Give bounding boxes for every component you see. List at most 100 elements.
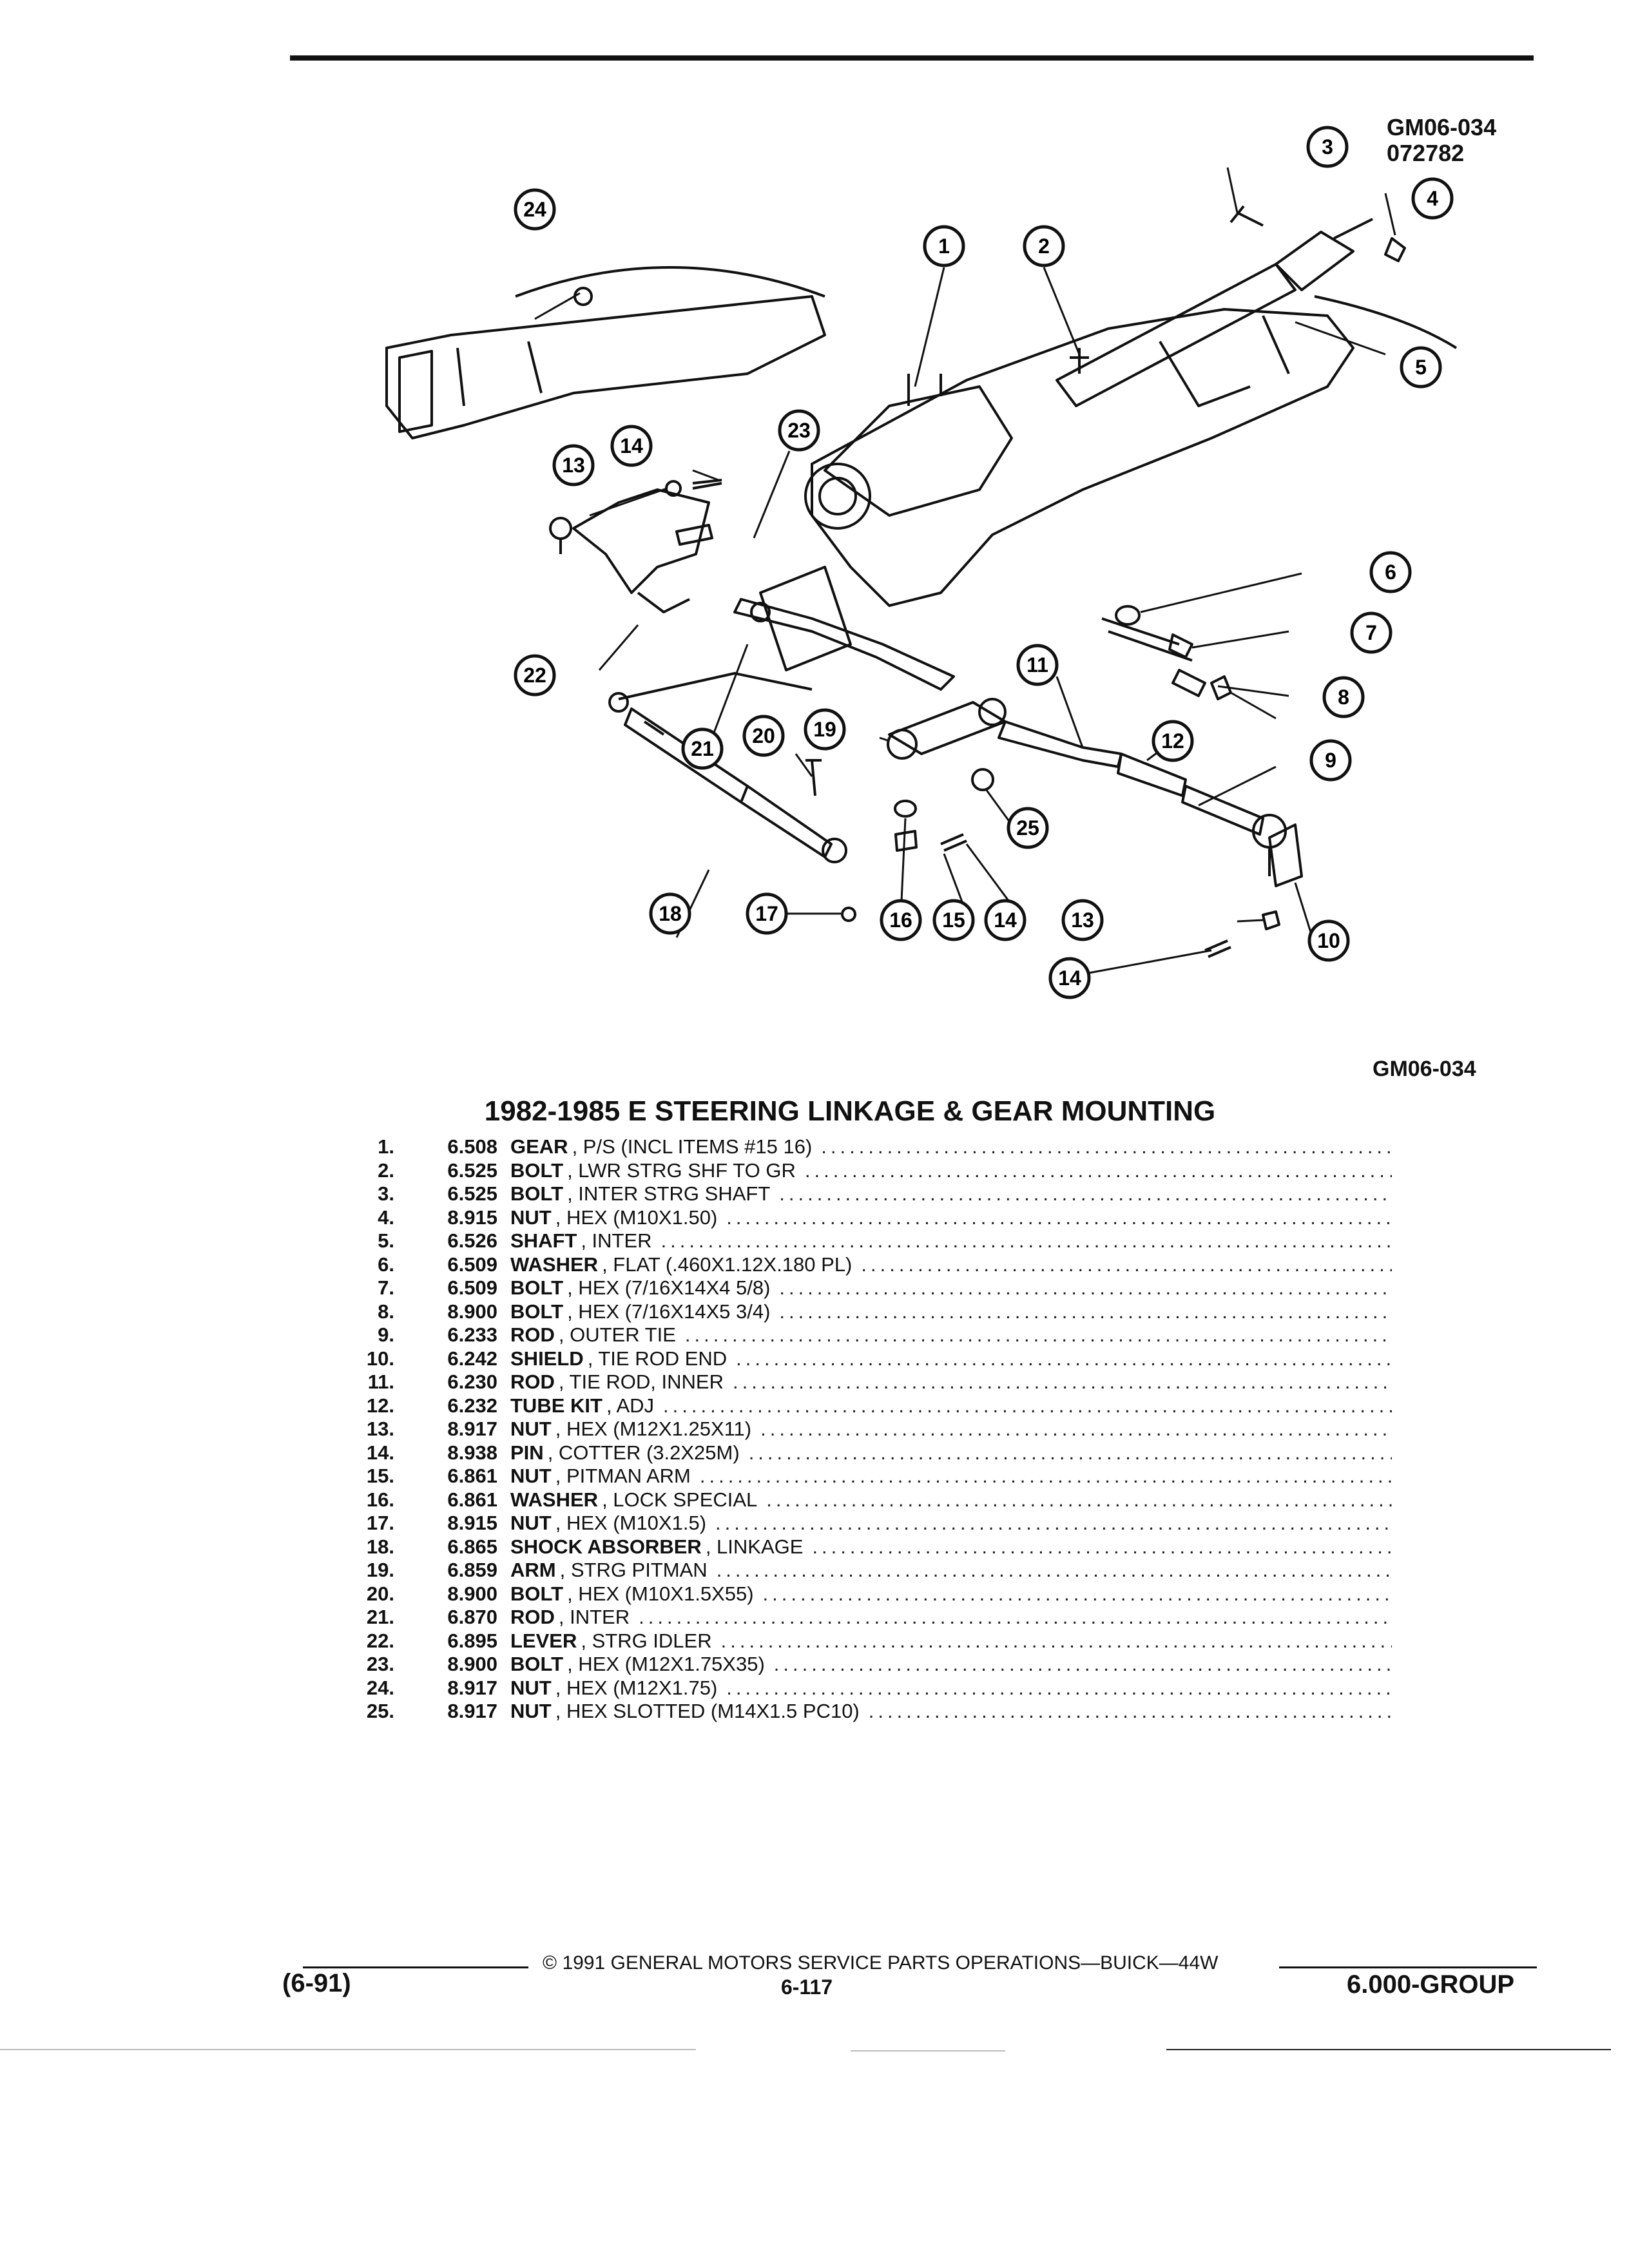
part-number: 20. (366, 1582, 394, 1605)
svg-text:16: 16 (889, 908, 912, 932)
part-number: 23. (366, 1653, 394, 1675)
callout-1: 1 (923, 225, 965, 267)
part-code: 8.915 (447, 1512, 497, 1534)
dot-leader (812, 1535, 1392, 1559)
part-description: , HEX (7/16X14X5 3/4) (567, 1300, 771, 1323)
part-code: 6.232 (447, 1394, 497, 1417)
dot-leader (779, 1276, 1392, 1300)
copyright-text: © 1991 GENERAL MOTORS SERVICE PARTS OPER… (543, 1952, 1219, 1974)
leader-lines (534, 167, 1396, 974)
part-number: 12. (366, 1394, 394, 1417)
parts-row: 20. 8.900 BOLT, HEX (M10X1.5X55) (348, 1582, 1392, 1606)
svg-text:3: 3 (1322, 135, 1333, 159)
callout-17: 17 (746, 892, 788, 935)
svg-text:17: 17 (755, 902, 778, 925)
exploded-diagram: 1 2 3 4 5 6 7 8 9 10 11 12 13 14 15 14 1… (385, 126, 1458, 999)
callout-13-lower: 13 (1061, 899, 1104, 941)
part-name: ROD (510, 1606, 555, 1628)
callout-24: 24 (514, 188, 556, 231)
part-description: , HEX SLOTTED (M14X1.5 PC10) (555, 1700, 860, 1722)
callout-23: 23 (778, 409, 820, 452)
part-description: , HEX (M10X1.5) (555, 1512, 707, 1534)
part-name: LEVER (510, 1629, 577, 1652)
part-name: NUT (510, 1206, 552, 1229)
dot-leader (763, 1582, 1392, 1606)
part-name: BOLT (510, 1582, 564, 1605)
svg-text:13: 13 (562, 454, 585, 477)
part-code: 6.242 (447, 1347, 497, 1370)
svg-text:4: 4 (1427, 187, 1438, 210)
part-name: BOLT (510, 1158, 564, 1182)
part-name: NUT (510, 1418, 552, 1440)
dot-leader (717, 1559, 1392, 1582)
dot-leader (779, 1182, 1392, 1206)
part-description: , HEX (M12X1.25X11) (555, 1418, 752, 1440)
part-number: 3. (378, 1182, 394, 1205)
part-number: 21. (366, 1606, 394, 1628)
part-code: 6.895 (447, 1629, 497, 1652)
part-name: BOLT (510, 1653, 564, 1675)
figure-id: GM06-034 072782 (1387, 115, 1496, 166)
part-description: , P/S (INCL ITEMS #15 16) (572, 1135, 813, 1158)
dot-leader (726, 1677, 1392, 1700)
part-code: 8.915 (447, 1206, 497, 1229)
part-description: , TIE ROD END (587, 1347, 728, 1370)
dot-leader (821, 1135, 1392, 1159)
part-name: NUT (510, 1465, 552, 1487)
part-number: 10. (366, 1347, 394, 1370)
part-number: 2. (378, 1158, 394, 1182)
part-number: 18. (366, 1535, 394, 1558)
svg-text:13: 13 (1071, 908, 1094, 932)
part-description: , LWR STRG SHF TO GR (567, 1158, 796, 1182)
dot-leader (779, 1300, 1392, 1324)
part-code: 8.900 (447, 1582, 497, 1605)
part-description: , COTTER (3.2X25M) (547, 1441, 740, 1464)
part-description: , TIE ROD, INNER (558, 1370, 724, 1393)
part-name: SHOCK ABSORBER (510, 1535, 702, 1558)
callout-10: 10 (1307, 919, 1350, 962)
part-code: 6.859 (447, 1559, 497, 1581)
part-code: 6.525 (447, 1158, 497, 1182)
part-number: 6. (378, 1253, 394, 1276)
part-number: 4. (378, 1206, 394, 1229)
part-number: 5. (378, 1229, 394, 1252)
dot-leader (774, 1653, 1392, 1677)
part-code: 6.509 (447, 1253, 497, 1276)
part-number: 16. (366, 1488, 394, 1511)
part-name: NUT (510, 1676, 552, 1699)
dot-leader (733, 1370, 1392, 1394)
part-description: , STRG IDLER (581, 1629, 712, 1652)
part-code: 6.861 (447, 1488, 497, 1511)
callout-15: 15 (932, 899, 975, 941)
part-description: , HEX (M10X1.5X55) (567, 1582, 754, 1605)
callout-5: 5 (1400, 346, 1442, 389)
part-code: 6.509 (447, 1276, 497, 1299)
part-name: SHIELD (510, 1347, 584, 1370)
part-code: 8.938 (447, 1441, 497, 1464)
part-description: , OUTER TIE (558, 1323, 676, 1346)
svg-text:8: 8 (1338, 686, 1349, 709)
dot-leader (639, 1606, 1392, 1629)
svg-text:7: 7 (1365, 621, 1377, 644)
callout-14-middle: 14 (984, 899, 1027, 941)
svg-text:6: 6 (1385, 561, 1396, 584)
dot-leader (715, 1512, 1392, 1535)
part-number: 19. (366, 1559, 394, 1581)
dot-leader (736, 1347, 1392, 1371)
callout-16: 16 (880, 899, 922, 941)
callout-2: 2 (1023, 225, 1065, 267)
dot-leader (700, 1465, 1392, 1488)
dot-leader (749, 1441, 1392, 1465)
